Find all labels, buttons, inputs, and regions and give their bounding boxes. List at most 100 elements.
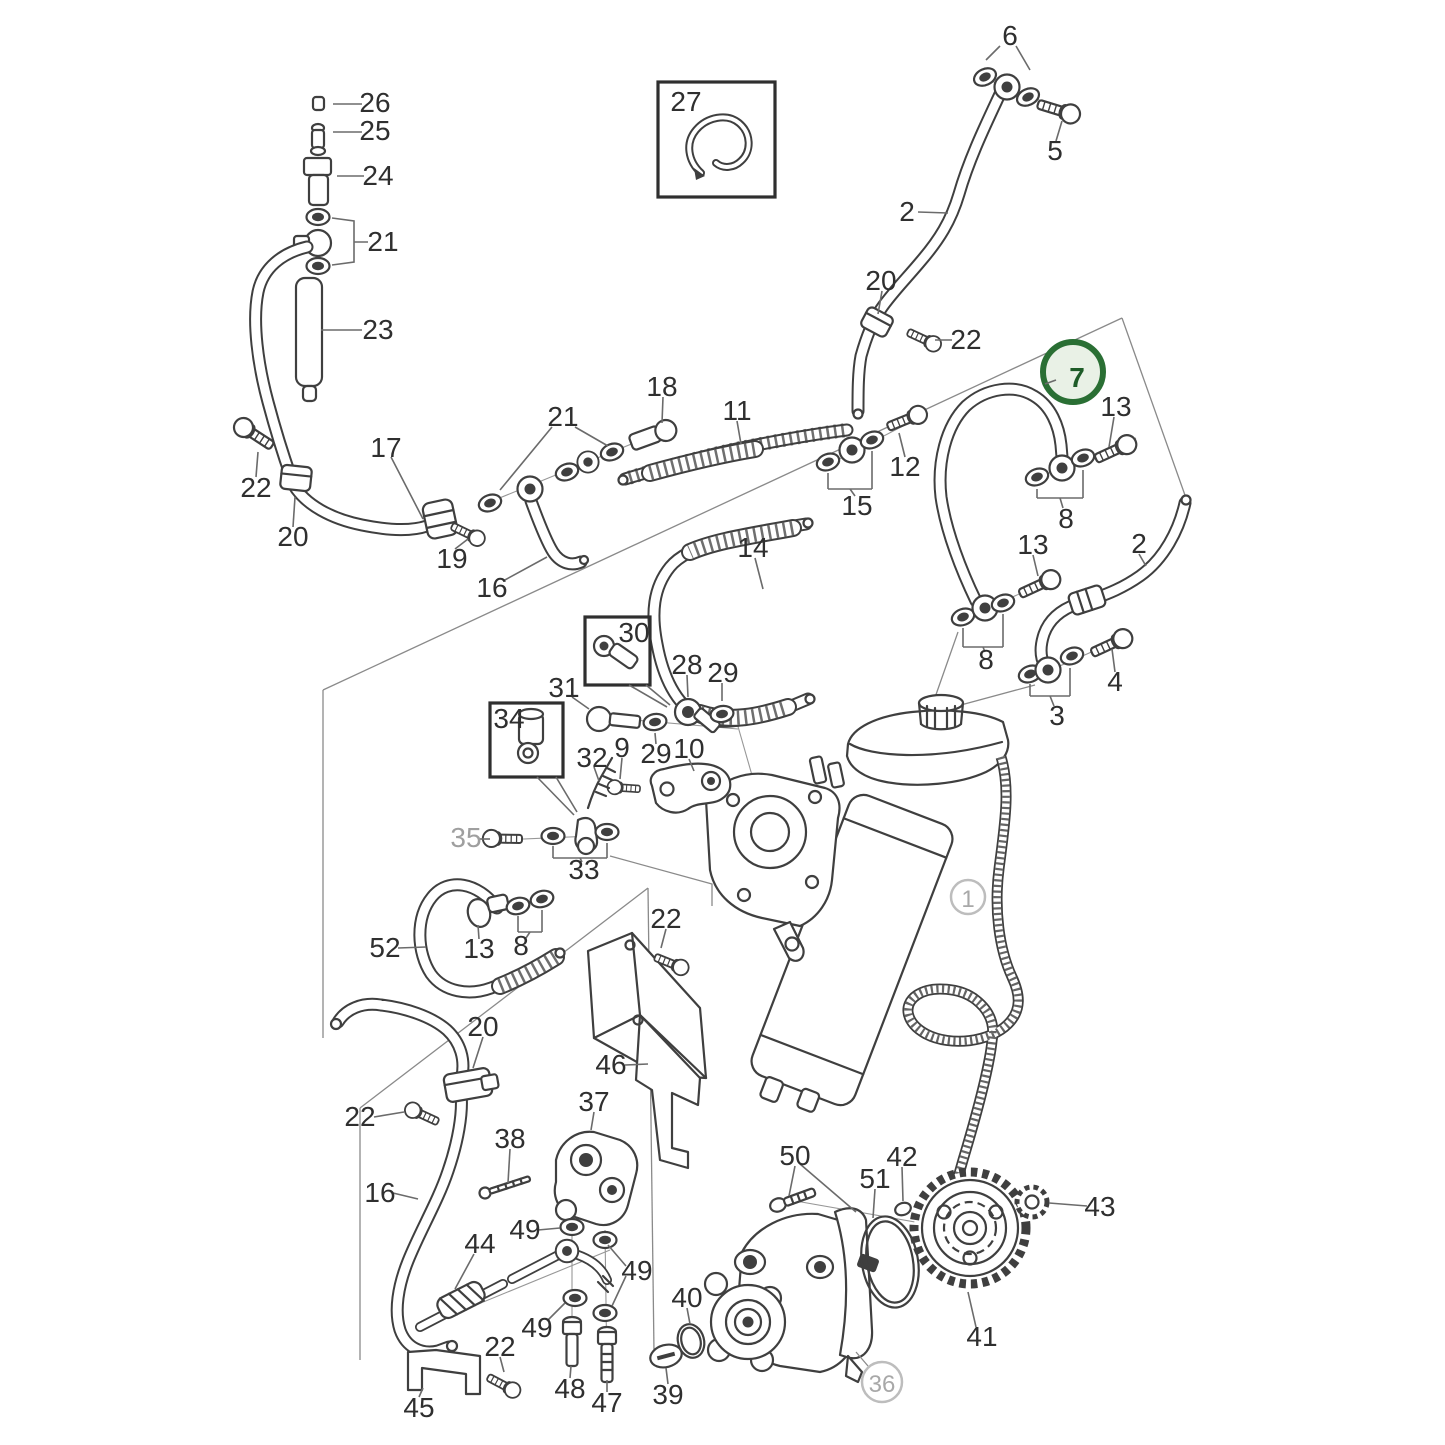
- pump-36-group: [649, 1167, 1050, 1384]
- part-label-22: 22: [950, 324, 981, 355]
- pump-37-group: [478, 1130, 639, 1384]
- bolt-48: [561, 1315, 583, 1368]
- part-label-42: 42: [886, 1141, 917, 1172]
- part-label-39: 39: [652, 1379, 683, 1410]
- clamp-20-upper: [860, 306, 894, 338]
- filter-bracket: [704, 755, 845, 962]
- part-label-11: 11: [722, 395, 751, 426]
- part-label-28: 28: [671, 649, 702, 680]
- part-label-6: 6: [1002, 20, 1018, 51]
- fitting-row-21-18: [475, 418, 678, 564]
- part-label-38: 38: [494, 1123, 525, 1154]
- banjo-bolt-group: [481, 615, 736, 856]
- part-label-16: 16: [364, 1177, 395, 1208]
- part-label-35: 35: [450, 822, 481, 853]
- part-label-29: 29: [640, 738, 671, 769]
- reference-circle-1: [949, 878, 987, 916]
- hose-52-group: [420, 885, 566, 992]
- return-valve-stack: [256, 95, 333, 477]
- part-label-30: 30: [618, 617, 649, 648]
- part-label-43: 43: [1084, 1191, 1115, 1222]
- inset-box-27: [656, 80, 777, 199]
- clamp-20-lower: [442, 1067, 500, 1103]
- part-label-4: 4: [1107, 666, 1123, 697]
- part-label-51: 51: [859, 1163, 890, 1194]
- part-labels: 2625242123276522022713818111215211722201…: [240, 20, 1146, 1423]
- inline-connector: [1067, 584, 1107, 616]
- part-label-45: 45: [403, 1392, 434, 1423]
- part-label-26: 26: [359, 87, 390, 118]
- hose-11-group: [617, 402, 931, 484]
- part-label-22: 22: [344, 1101, 375, 1132]
- part-label-20: 20: [277, 521, 308, 552]
- part-label-46: 46: [595, 1049, 626, 1080]
- part-label-21: 21: [367, 226, 398, 257]
- spring-clamp-44: [436, 1280, 486, 1320]
- part-label-5: 5: [1047, 135, 1063, 166]
- bracket-46: [586, 931, 708, 1170]
- part-label-8: 8: [978, 644, 994, 675]
- part-label-13: 13: [1100, 391, 1131, 422]
- gear-41: [909, 1167, 1031, 1289]
- part-label-50: 50: [779, 1140, 810, 1171]
- leader-lines: [255, 45, 1147, 1398]
- part-label-21: 21: [547, 401, 578, 432]
- part-label-44: 44: [464, 1228, 495, 1259]
- hose-16-lower: [329, 1004, 500, 1352]
- part-label-33: 33: [568, 854, 599, 885]
- part-label-24: 24: [362, 160, 393, 191]
- part-label-8: 8: [513, 930, 529, 961]
- bolt-50: [769, 1187, 817, 1213]
- part-label-29: 29: [707, 657, 738, 688]
- part-label-13: 13: [1017, 529, 1048, 560]
- part-label-13: 13: [463, 933, 494, 964]
- part-label-18: 18: [646, 371, 677, 402]
- part-label-22: 22: [240, 472, 271, 503]
- hose-14-loop: [654, 517, 816, 722]
- part-label-49: 49: [509, 1214, 540, 1245]
- part-label-7: 7: [1069, 362, 1085, 393]
- reference-circle-36: [860, 1360, 904, 1404]
- bolt-38: [478, 1175, 532, 1200]
- part-label-48: 48: [554, 1373, 585, 1404]
- part-label-22: 22: [650, 903, 681, 934]
- hose-2-upper: [854, 63, 1084, 420]
- hose-7-group: [940, 339, 1141, 630]
- highlight-circle-7: [1040, 339, 1106, 405]
- hose-2-right: [1014, 494, 1192, 687]
- part-label-49: 49: [521, 1312, 552, 1343]
- part-label-47: 47: [591, 1387, 622, 1418]
- hose-17-group: [229, 413, 489, 550]
- pipe-44-group: [406, 1238, 615, 1402]
- clamp-20-left: [279, 463, 313, 493]
- part-label-2: 2: [899, 196, 915, 227]
- part-label-12: 12: [889, 451, 920, 482]
- lock-43: [1014, 1184, 1050, 1220]
- bolt-47: [596, 1325, 618, 1384]
- part-label-31: 31: [548, 672, 579, 703]
- part-label-16: 16: [476, 572, 507, 603]
- part-label-37: 37: [578, 1086, 609, 1117]
- part-label-8: 8: [1058, 503, 1074, 534]
- part-label-1: 1: [961, 886, 974, 913]
- bracket-45: [406, 1348, 482, 1396]
- part-label-14: 14: [737, 532, 768, 563]
- part-label-52: 52: [369, 932, 400, 963]
- part-label-34: 34: [493, 703, 524, 734]
- part-label-40: 40: [671, 1282, 702, 1313]
- part-label-2: 2: [1131, 528, 1147, 559]
- part-label-19: 19: [436, 543, 467, 574]
- part-label-27: 27: [670, 86, 701, 117]
- part-label-22: 22: [484, 1331, 515, 1362]
- part-label-20: 20: [467, 1011, 498, 1042]
- grommet-block: [421, 498, 459, 540]
- part-label-10: 10: [673, 733, 704, 764]
- part-label-25: 25: [359, 115, 390, 146]
- reservoir-cap: [917, 693, 965, 731]
- part-label-17: 17: [370, 432, 401, 463]
- part-label-32: 32: [576, 742, 607, 773]
- part-label-23: 23: [362, 314, 393, 345]
- fuel-filter-assembly: [704, 693, 1018, 1181]
- part-label-9: 9: [614, 732, 630, 763]
